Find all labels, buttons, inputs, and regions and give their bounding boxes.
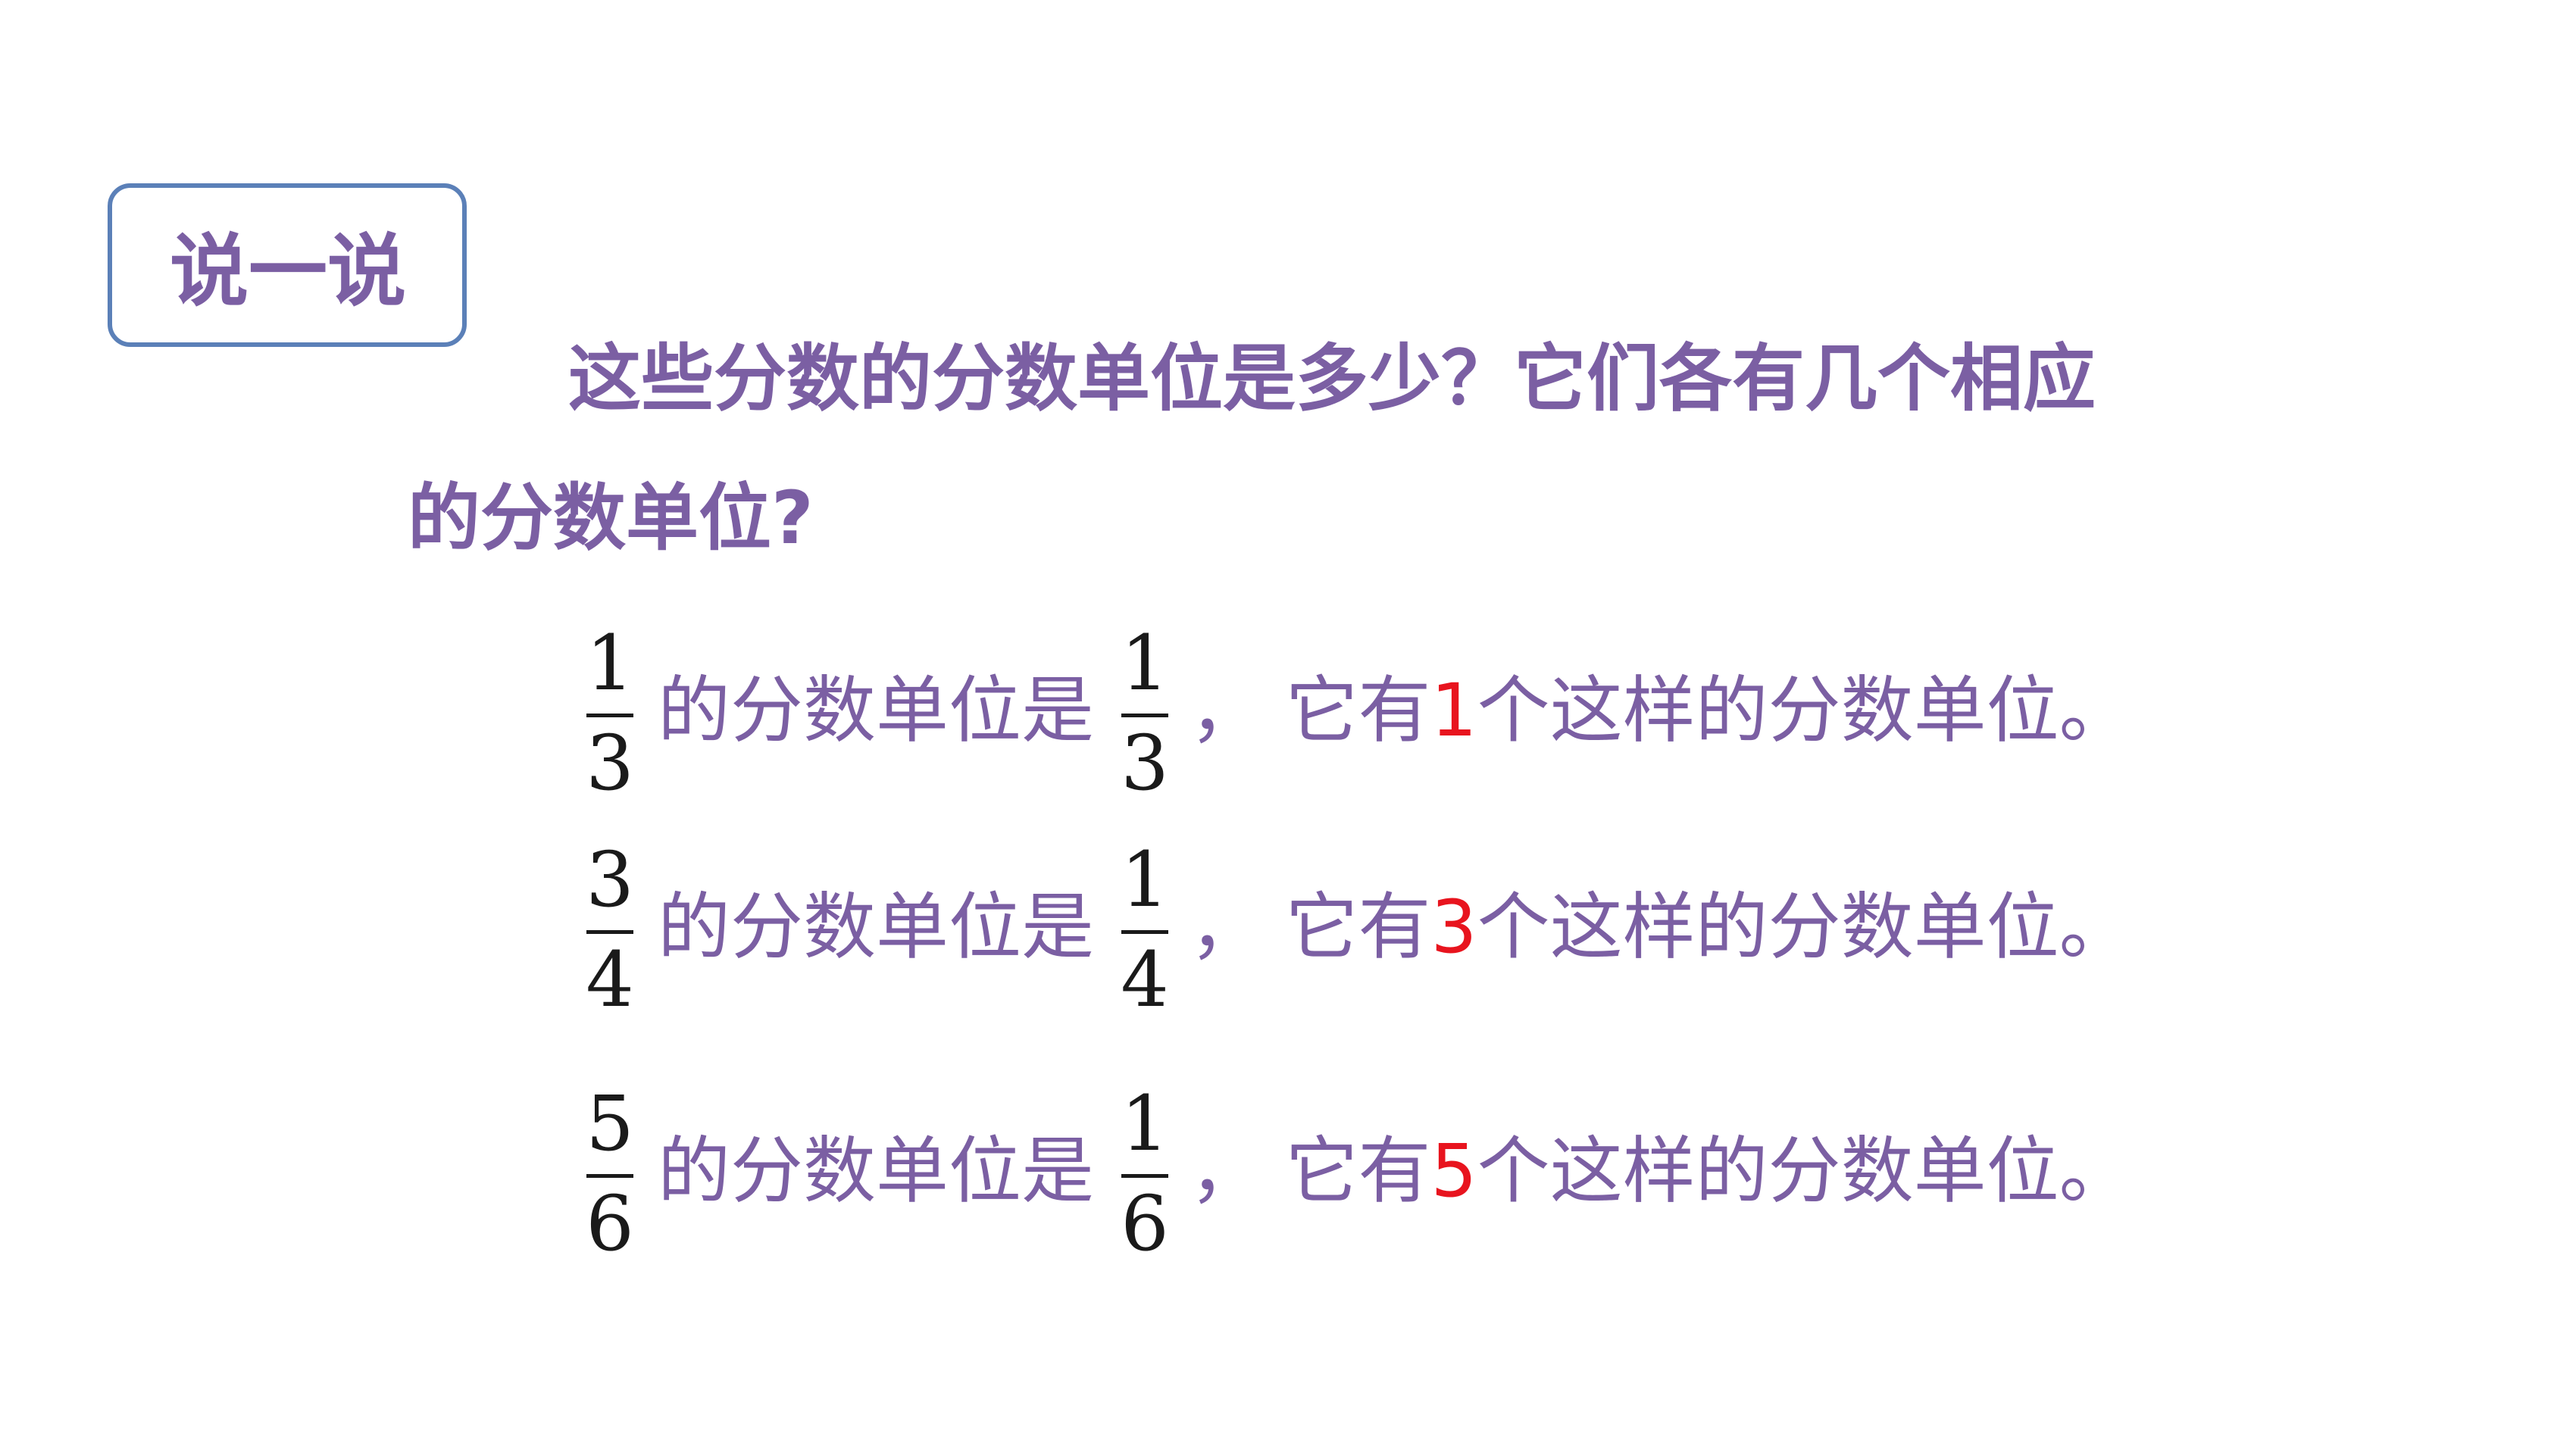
unit-count: 3 bbox=[1430, 885, 1477, 970]
unit-fraction: 1 6 bbox=[1118, 1082, 1171, 1263]
fraction-numerator: 1 bbox=[586, 619, 634, 707]
unit-fraction-denominator: 3 bbox=[1121, 719, 1169, 807]
fraction-denominator: 6 bbox=[586, 1179, 634, 1268]
unit-fraction: 1 4 bbox=[1118, 838, 1171, 1020]
fraction-bar bbox=[1121, 1174, 1168, 1178]
answer-text-before: 的分数单位是 bbox=[658, 668, 1094, 753]
fraction-bar bbox=[1121, 930, 1168, 934]
fraction-bar bbox=[586, 930, 633, 934]
answer-text-rest: ， 它有3个这样的分数单位。 bbox=[1190, 891, 2132, 963]
fraction-numerator: 3 bbox=[586, 835, 634, 924]
fraction: 5 6 bbox=[583, 1082, 636, 1263]
section-badge: 说一说 bbox=[108, 183, 467, 347]
answer-text-mid: ， 它有 bbox=[1190, 885, 1431, 970]
answer-text-mid: ， 它有 bbox=[1190, 1129, 1431, 1213]
question-line-2: 的分数单位? bbox=[408, 476, 814, 561]
unit-count: 1 bbox=[1430, 668, 1477, 753]
unit-fraction-denominator: 4 bbox=[1121, 935, 1169, 1024]
fraction: 3 4 bbox=[583, 838, 636, 1020]
fraction-bar bbox=[586, 714, 633, 717]
unit-fraction-numerator: 1 bbox=[1121, 835, 1169, 924]
answer-row-2: 3 4 的分数单位是 1 4 ， 它有3个这样的分数单位。 bbox=[583, 838, 2250, 1020]
answer-row-1: 1 3 的分数单位是 1 3 ， 它有1个这样的分数单位。 bbox=[583, 621, 2250, 803]
answer-row-3: 5 6 的分数单位是 1 6 ， 它有5个这样的分数单位。 bbox=[583, 1082, 2250, 1263]
unit-fraction-numerator: 1 bbox=[1121, 619, 1169, 707]
fraction-denominator: 4 bbox=[586, 935, 634, 1024]
unit-count: 5 bbox=[1430, 1129, 1477, 1213]
unit-fraction-denominator: 6 bbox=[1121, 1179, 1169, 1268]
unit-fraction-numerator: 1 bbox=[1121, 1079, 1169, 1168]
fraction-bar bbox=[586, 1174, 633, 1178]
answer-text-rest: ， 它有5个这样的分数单位。 bbox=[1190, 1135, 2132, 1207]
badge-label: 说一说 bbox=[170, 225, 407, 317]
question-line-1: 这些分数的分数单位是多少？它们各有几个相应 bbox=[568, 336, 2096, 421]
answer-text-mid: ， 它有 bbox=[1190, 668, 1431, 753]
answer-text-after: 个这样的分数单位。 bbox=[1477, 885, 2132, 970]
fraction-denominator: 3 bbox=[586, 719, 634, 807]
unit-fraction: 1 3 bbox=[1118, 621, 1171, 803]
fraction-numerator: 5 bbox=[586, 1079, 634, 1168]
answer-text-after: 个这样的分数单位。 bbox=[1477, 668, 2132, 753]
answer-text-after: 个这样的分数单位。 bbox=[1477, 1129, 2132, 1213]
answer-text-rest: ， 它有1个这样的分数单位。 bbox=[1190, 674, 2132, 747]
fraction-bar bbox=[1121, 714, 1168, 717]
answer-text-before: 的分数单位是 bbox=[658, 885, 1094, 970]
answer-text-before: 的分数单位是 bbox=[658, 1129, 1094, 1213]
fraction: 1 3 bbox=[583, 621, 636, 803]
